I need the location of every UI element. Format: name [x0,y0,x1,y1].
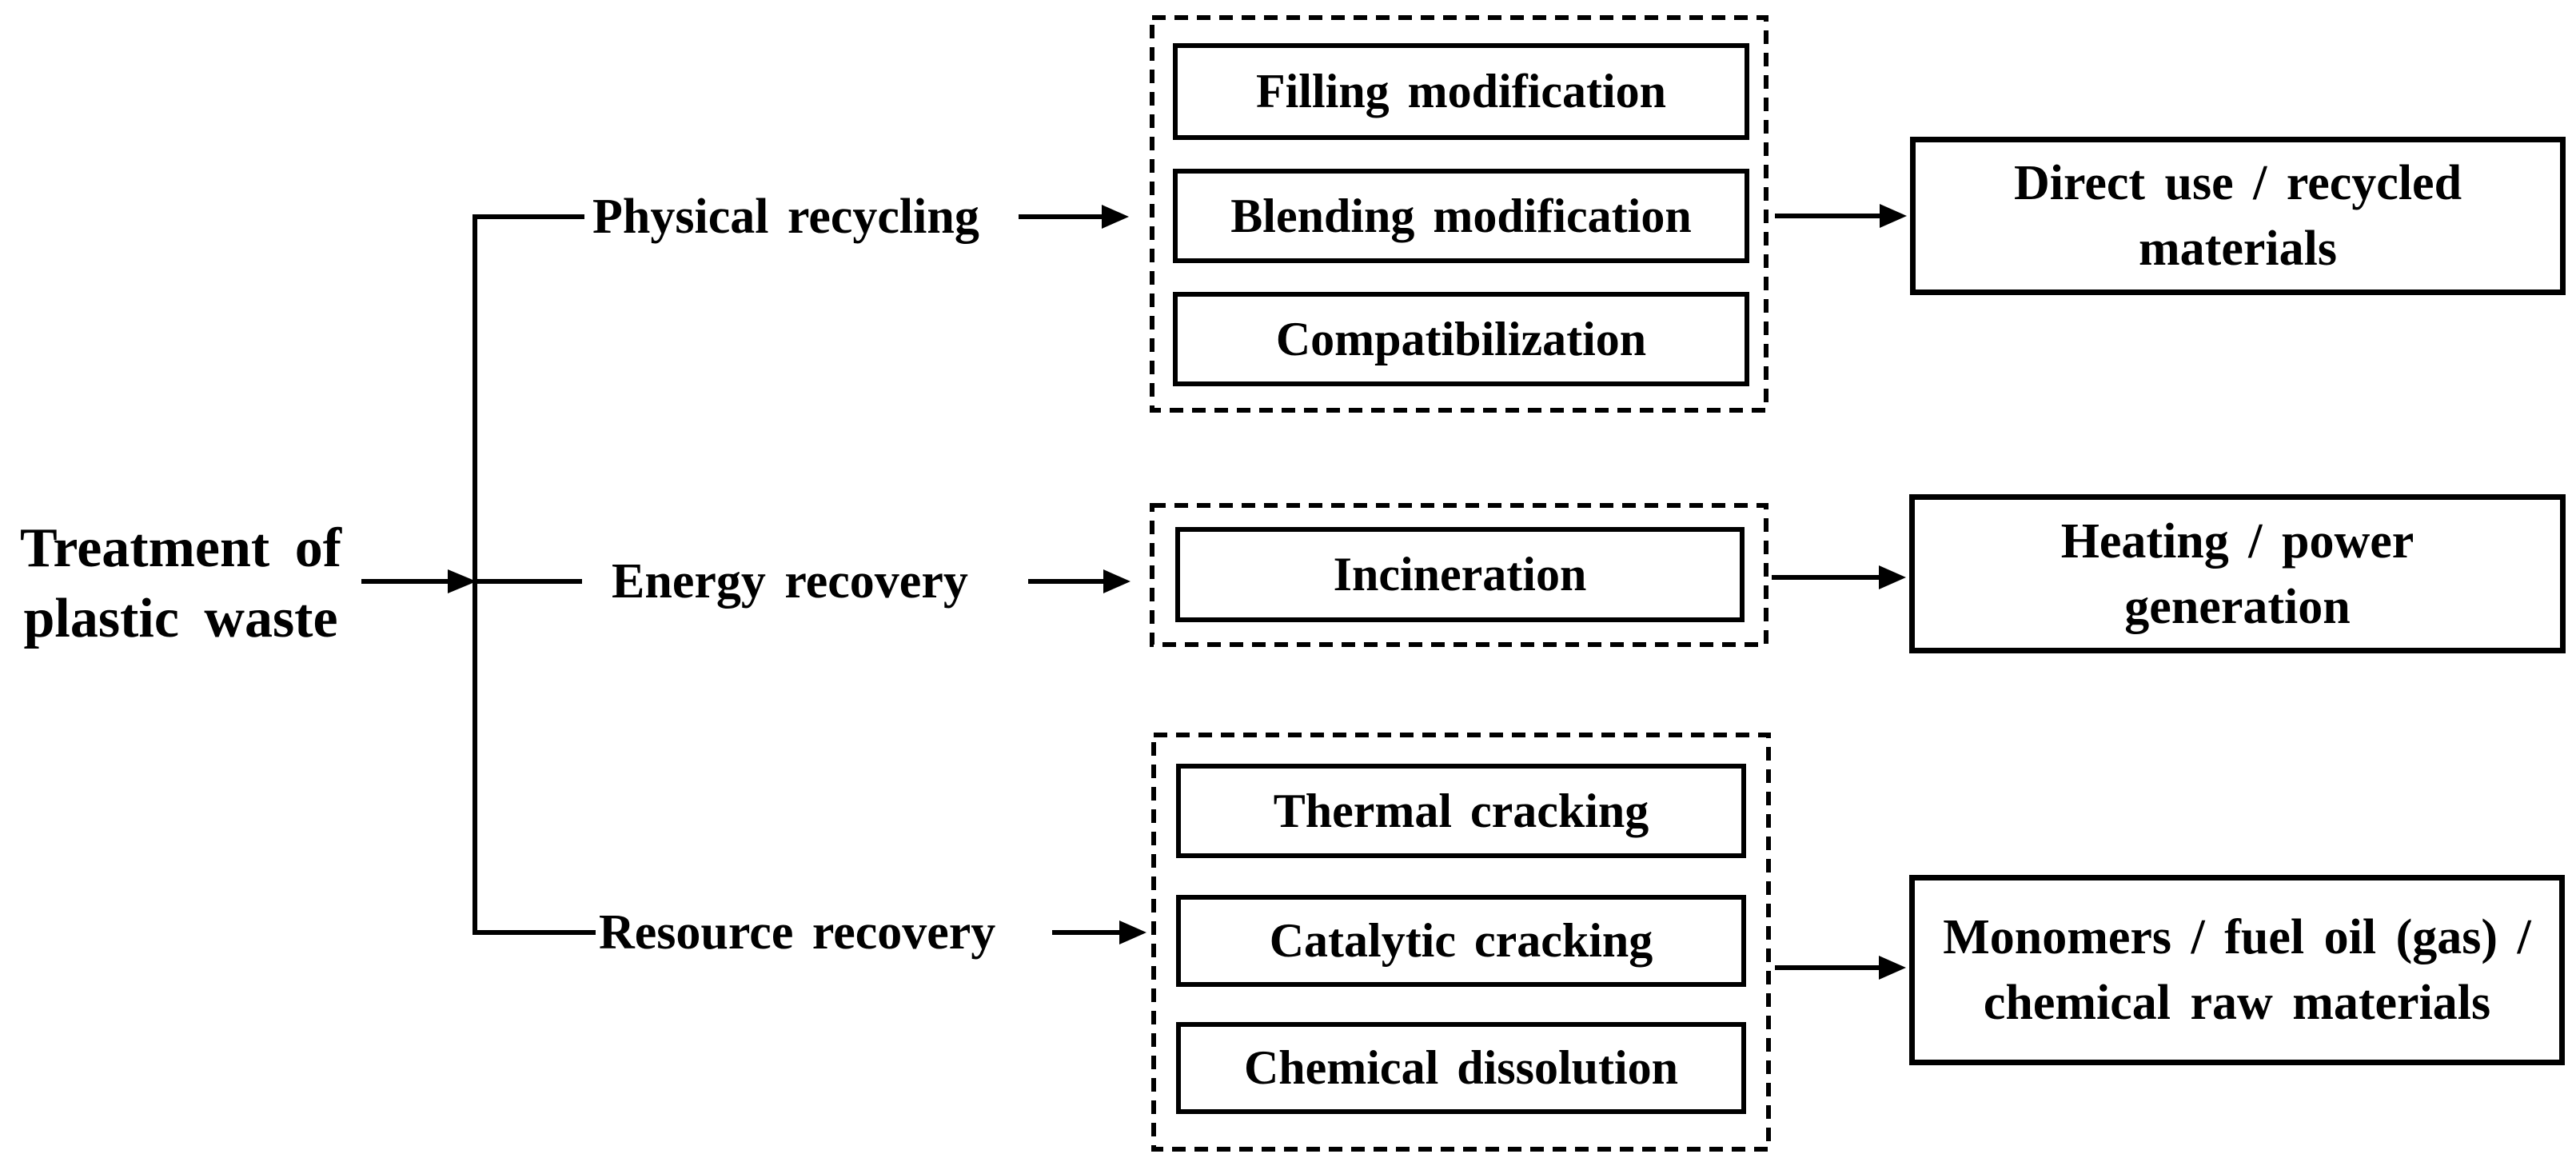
method-box-compatibilization: Compatibilization [1173,292,1749,386]
main-arrowhead-icon [448,569,477,593]
trunk-connector [473,214,596,935]
output-box-direct-use-text: Direct use / recycled materials [2014,150,2462,282]
branch-label-physical-recycling: Physical recycling [592,189,979,244]
output-box-heating-power-text: Heating / power generation [2061,509,2415,640]
output-line: Direct use / recycled [2013,156,2462,210]
branch-2-arrowhead-icon [1103,569,1130,593]
output-line: Heating / power [2060,513,2415,569]
output-box-direct-use: Direct use / recycled materials [1910,137,2566,295]
method-box-chemical-dissolution: Chemical dissolution [1176,1022,1746,1114]
output-2-arrowhead-icon [1879,565,1906,589]
method-box-blending-modification: Blending modification [1173,169,1749,263]
output-1-arrowhead-icon [1880,204,1907,228]
method-box-catalytic-cracking: Catalytic cracking [1176,895,1746,987]
output-3-arrowhead-icon [1879,956,1906,980]
output-line: materials [2139,222,2337,276]
root-label: Treatment of plastic waste [0,513,361,654]
output-box-monomers-text: Monomers / fuel oil (gas) / chemical raw… [1943,904,2531,1036]
method-box-thermal-cracking: Thermal cracking [1176,764,1746,858]
output-box-heating-power: Heating / power generation [1909,494,2566,653]
energy-methods-group-box [1150,503,1769,647]
method-box-filling-modification: Filling modification [1173,43,1749,140]
root-label-line-2: plastic waste [23,588,338,649]
root-label-line-1: Treatment of [19,517,342,579]
physical-methods-group-box [1150,15,1769,413]
branch-label-energy-recovery: Energy recovery [612,553,968,609]
output-line: Monomers / fuel oil (gas) / [1943,910,2531,964]
output-line: generation [2124,579,2351,634]
branch-label-resource-recovery: Resource recovery [599,904,996,960]
branch-1-arrowhead-icon [1102,205,1129,229]
output-line: chemical raw materials [1983,976,2491,1030]
output-box-monomers: Monomers / fuel oil (gas) / chemical raw… [1909,875,2565,1065]
method-box-incineration: Incineration [1175,527,1745,622]
branch-3-arrowhead-icon [1119,920,1146,944]
